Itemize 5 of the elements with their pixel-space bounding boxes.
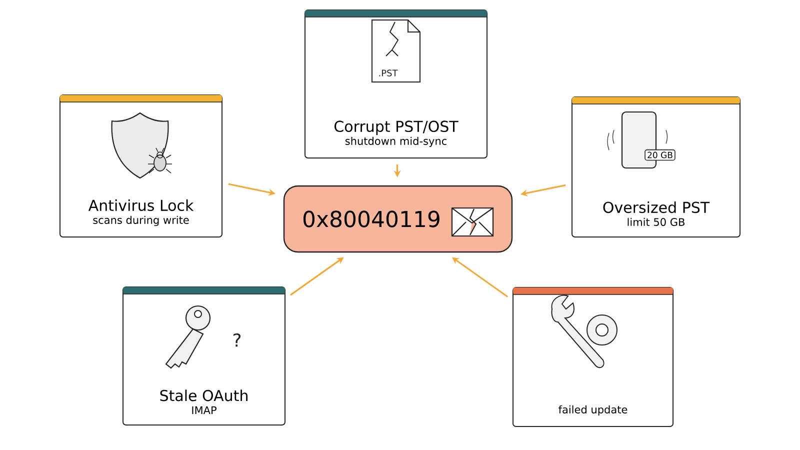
error-code-box: 0x80040119: [283, 185, 513, 253]
file-label: .PST: [379, 70, 398, 76]
cause-card: failed update: [512, 287, 674, 427]
size-badge: 20 GB: [644, 149, 676, 161]
question-mark: ?: [234, 333, 241, 347]
